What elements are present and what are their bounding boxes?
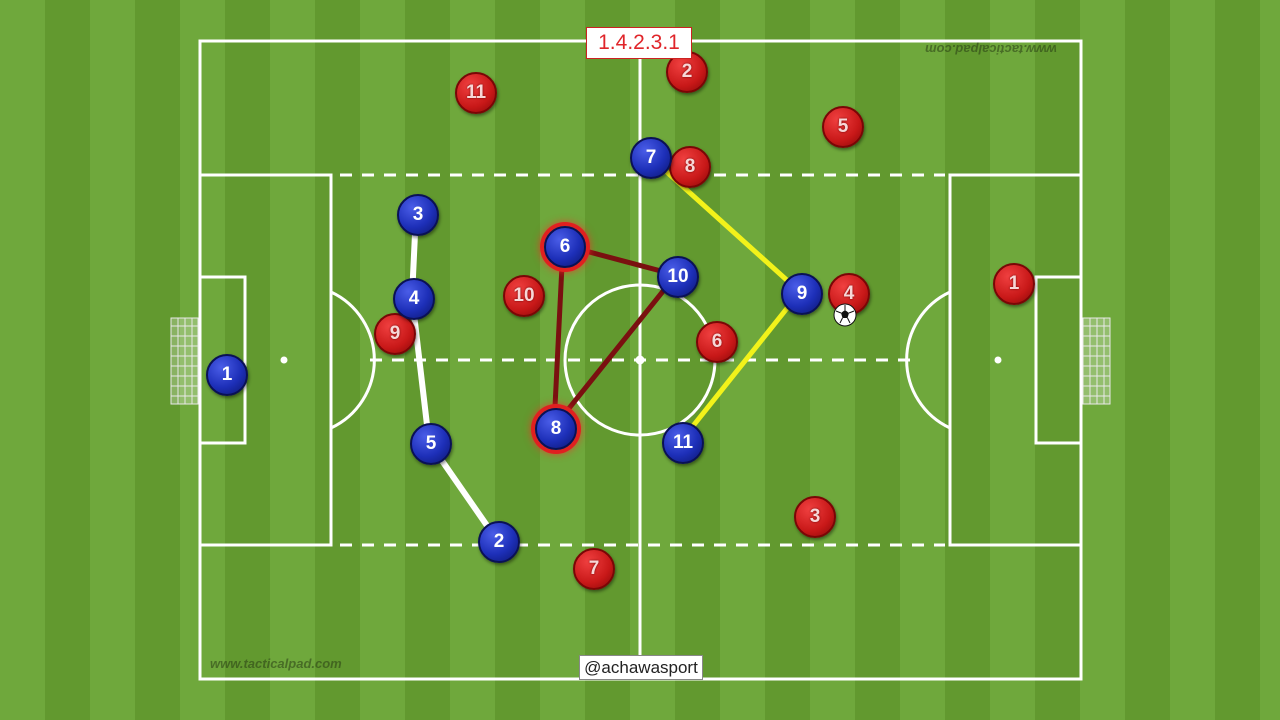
player-number: 9 <box>389 323 401 344</box>
football-icon <box>833 303 857 327</box>
red-player-3[interactable]: 3 <box>794 496 836 538</box>
left-penalty-spot <box>280 356 288 364</box>
player-number: 8 <box>550 418 562 439</box>
blue-player-4[interactable]: 4 <box>393 278 435 320</box>
player-number: 1 <box>221 364 233 385</box>
red-player-10[interactable]: 10 <box>503 275 545 317</box>
player-number: 9 <box>796 283 808 304</box>
left-goal-net <box>170 317 199 405</box>
player-number: 8 <box>684 156 696 177</box>
player-number: 3 <box>412 204 424 225</box>
blue-player-11[interactable]: 11 <box>662 422 704 464</box>
right-penalty-arc <box>905 290 951 430</box>
player-number: 5 <box>837 116 849 137</box>
dashed-zone-lines <box>340 173 945 547</box>
red-player-9[interactable]: 9 <box>374 313 416 355</box>
formation-label: 1.4.2.3.1 <box>586 27 692 59</box>
watermark-top: www.tacticalpad.com <box>925 42 1057 57</box>
red-player-11[interactable]: 11 <box>455 72 497 114</box>
right-goal-net <box>1082 317 1111 405</box>
left-penalty-arc <box>330 290 376 430</box>
player-number: 5 <box>425 433 437 454</box>
watermark-bottom: www.tacticalpad.com <box>210 656 342 671</box>
midfield-triangle-connection <box>551 242 679 430</box>
player-number: 11 <box>672 432 694 453</box>
player-number: 4 <box>843 283 855 304</box>
blue-player-8[interactable]: 8 <box>535 408 577 450</box>
red-player-5[interactable]: 5 <box>822 106 864 148</box>
player-number: 1 <box>1008 273 1020 294</box>
connection-lines <box>409 153 803 543</box>
red-player-6[interactable]: 6 <box>696 321 738 363</box>
player-number: 11 <box>465 82 487 103</box>
red-player-7[interactable]: 7 <box>573 548 615 590</box>
blue-player-10[interactable]: 10 <box>657 256 699 298</box>
blue-player-6[interactable]: 6 <box>544 226 586 268</box>
blue-player-5[interactable]: 5 <box>410 423 452 465</box>
blue-player-7[interactable]: 7 <box>630 137 672 179</box>
blue-player-2[interactable]: 2 <box>478 521 520 563</box>
right-penalty-area <box>948 173 1083 547</box>
player-number: 6 <box>711 331 723 352</box>
blue-player-3[interactable]: 3 <box>397 194 439 236</box>
player-number: 7 <box>588 558 600 579</box>
blue-player-9[interactable]: 9 <box>781 273 823 315</box>
attack-line-connection <box>646 153 803 444</box>
player-number: 10 <box>513 285 535 306</box>
player-number: 2 <box>493 531 505 552</box>
red-player-1[interactable]: 1 <box>993 263 1035 305</box>
player-number: 10 <box>667 266 689 287</box>
player-number: 4 <box>408 288 420 309</box>
right-goal-area <box>1034 275 1083 445</box>
pitch-markings <box>170 39 1111 681</box>
player-number: 7 <box>645 147 657 168</box>
player-number: 2 <box>681 61 693 82</box>
blue-player-1[interactable]: 1 <box>206 354 248 396</box>
right-penalty-spot <box>994 356 1002 364</box>
player-number: 3 <box>809 506 821 527</box>
red-player-8[interactable]: 8 <box>669 146 711 188</box>
player-number: 6 <box>559 236 571 257</box>
credit-handle: @achawasport <box>579 655 703 680</box>
defence-line-connection <box>409 210 500 543</box>
left-goal-area <box>198 275 247 445</box>
